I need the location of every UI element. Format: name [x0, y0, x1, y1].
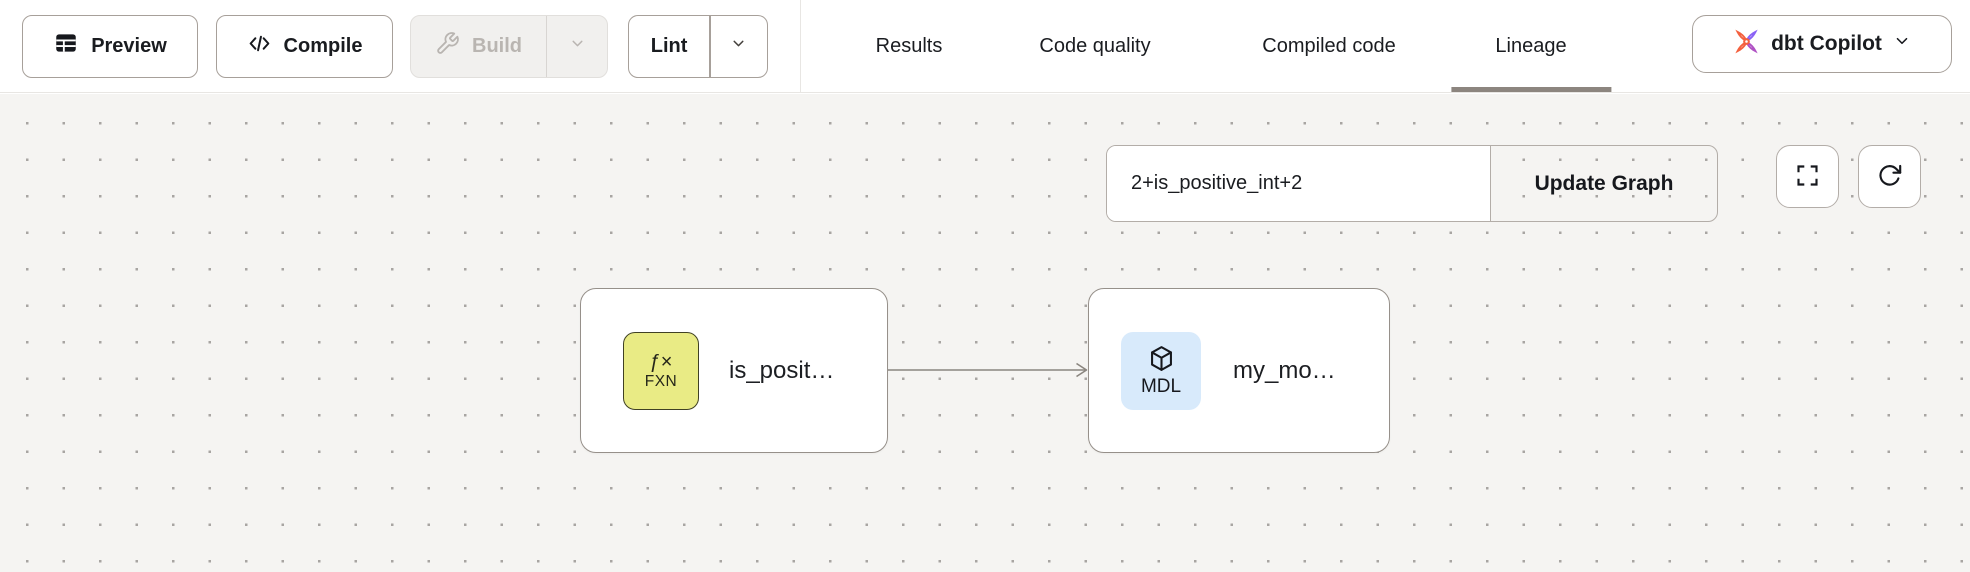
- lint-button[interactable]: Lint: [629, 16, 709, 77]
- table-icon: [53, 30, 79, 62]
- tab-lineage[interactable]: Lineage: [1495, 0, 1566, 92]
- tab-results[interactable]: Results: [876, 0, 943, 92]
- build-split-button: Build: [410, 14, 608, 78]
- graph-selector-widget: Update Graph: [1106, 145, 1718, 222]
- tab-code-quality[interactable]: Code quality: [1039, 0, 1150, 92]
- lineage-node-function[interactable]: ƒ× FXN is_posit…: [580, 288, 888, 453]
- tab-compiled-code-label: Compiled code: [1262, 34, 1396, 57]
- split-divider: [709, 15, 711, 77]
- lint-button-label: Lint: [650, 34, 688, 57]
- fullscreen-button[interactable]: [1776, 145, 1839, 208]
- update-graph-button[interactable]: Update Graph: [1491, 146, 1717, 221]
- lineage-node-model[interactable]: MDL my_mo…: [1088, 288, 1390, 453]
- preview-button[interactable]: Preview: [22, 14, 198, 78]
- refresh-icon: [1876, 162, 1903, 192]
- preview-button-label: Preview: [91, 34, 167, 57]
- node-label: my_mo…: [1233, 356, 1336, 384]
- cube-icon: MDL: [1121, 331, 1201, 410]
- tab-compiled-code[interactable]: Compiled code: [1262, 0, 1395, 92]
- compile-button[interactable]: Compile: [216, 14, 393, 78]
- wrench-icon: [435, 31, 460, 62]
- dbt-logo-icon: [1733, 28, 1760, 61]
- toolbar: Preview Compile Build: [0, 0, 768, 92]
- toolbar-tabs-divider: [800, 0, 801, 92]
- chevron-down-icon: [569, 35, 586, 58]
- node-label: is_posit…: [729, 356, 835, 384]
- dbt-copilot-label: dbt Copilot: [1771, 32, 1882, 55]
- function-badge-code: FXN: [644, 372, 678, 390]
- panel-header: Preview Compile Build: [0, 0, 1970, 93]
- tab-code-quality-label: Code quality: [1039, 34, 1151, 57]
- lineage-canvas[interactable]: Update Graph ƒ× FXN is_posit…: [0, 94, 1970, 572]
- compile-button-label: Compile: [283, 34, 363, 57]
- lint-dropdown-button[interactable]: [711, 16, 767, 77]
- build-button-label: Build: [472, 34, 523, 57]
- dbt-copilot-button[interactable]: dbt Copilot: [1692, 15, 1952, 73]
- selector-input[interactable]: [1107, 146, 1490, 221]
- function-icon: ƒ× FXN: [623, 331, 699, 410]
- model-badge-code: MDL: [1140, 376, 1182, 397]
- tab-lineage-label: Lineage: [1495, 34, 1567, 57]
- refresh-button[interactable]: [1858, 145, 1921, 208]
- build-button[interactable]: Build: [411, 16, 546, 77]
- selector-input-wrap: [1107, 146, 1491, 221]
- chevron-down-icon: [1893, 32, 1911, 56]
- split-divider: [546, 15, 548, 77]
- lineage-edge-arrow: [888, 362, 1088, 378]
- code-icon: [247, 31, 272, 62]
- tab-results-label: Results: [875, 34, 943, 57]
- fullscreen-icon: [1794, 162, 1821, 192]
- chevron-down-icon: [730, 35, 747, 58]
- build-dropdown-button[interactable]: [547, 16, 607, 77]
- lint-split-button: Lint: [628, 14, 768, 78]
- function-badge-symbol: ƒ×: [649, 350, 673, 373]
